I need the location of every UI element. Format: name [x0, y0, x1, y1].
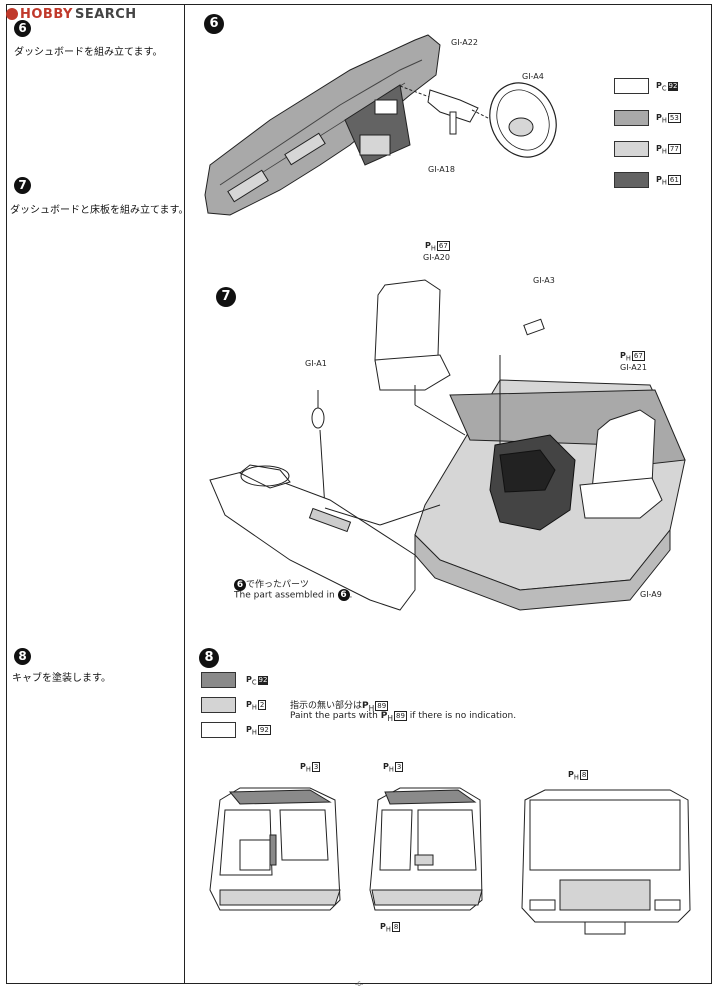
hobby-search-logo: HOBBY SEARCH: [6, 6, 137, 22]
part-label-dash: GI-A22: [451, 38, 478, 47]
steering-column-drawing: [399, 85, 493, 135]
steering-wheel-drawing: [489, 82, 557, 158]
color-swatch-light-gray: [614, 141, 649, 157]
step8-swatch-h2: [201, 697, 236, 713]
color-swatch-white: [614, 78, 649, 94]
step-7-note-en: The part assembled in 6.: [234, 589, 353, 601]
page-frame: [6, 4, 712, 984]
step-6-panel-badge: 6: [204, 14, 224, 34]
page-number: -6-: [355, 981, 364, 988]
step-8-badge: 8: [14, 648, 31, 665]
floor-assembly-drawing: [209, 279, 686, 611]
part-label-wheel: GI-A4: [522, 72, 544, 81]
step8-swatch-c92: [201, 672, 236, 688]
seat-left-part-label: GI-A20: [423, 253, 450, 262]
step-7-description: ダッシュボードと床板を組み立てます。: [10, 205, 189, 216]
seat-right-part-label: GI-A21: [620, 363, 647, 372]
step-8-description: キャブを塗装します。: [12, 673, 111, 684]
column-divider: [184, 4, 185, 984]
step-7-panel-badge: 7: [216, 287, 236, 307]
color-swatch-dark-gray: [614, 172, 649, 188]
logo-word: SEARCH: [74, 6, 137, 22]
ref-step-badge-en: 6: [337, 589, 350, 601]
part-label-column: GI-A18: [428, 165, 455, 174]
cab-drawings: [209, 787, 691, 935]
color-swatch-gray: [614, 110, 649, 126]
note-en-text: The part assembled in: [234, 590, 335, 601]
lever-part-label: GI-A1: [305, 359, 327, 368]
step-8-panel-badge: 8: [199, 648, 219, 668]
dashboard-drawing: [204, 34, 441, 216]
logo-icon: [6, 8, 18, 20]
floor-part-label: GI-A9: [640, 590, 662, 599]
step8-swatch-h92: [201, 722, 236, 738]
ref-step-badge: 6: [234, 578, 246, 591]
bracket-part-label: GI-A3: [533, 276, 555, 285]
logo-brand: HOBBY: [20, 6, 73, 22]
step-6-description: ダッシュボードを組み立てます。: [14, 47, 163, 58]
step-7-badge: 7: [14, 177, 31, 194]
note-jp-text: で作ったパーツ: [246, 580, 309, 590]
step-6-badge: 6: [14, 20, 31, 37]
